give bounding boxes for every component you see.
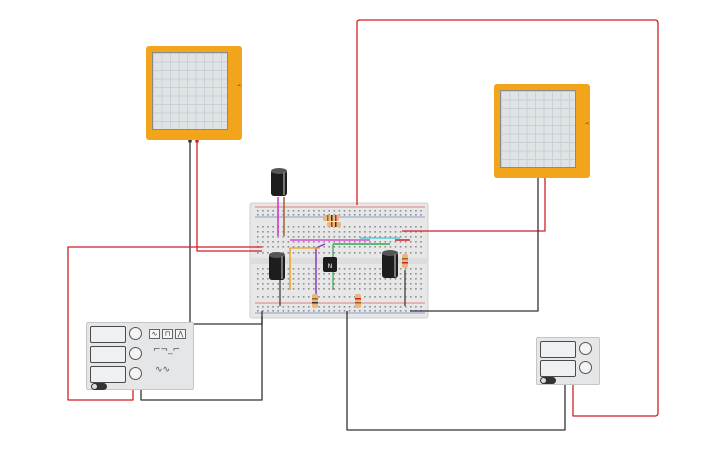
power-toggle[interactable] bbox=[540, 377, 556, 384]
current-knob[interactable] bbox=[579, 361, 592, 374]
scope1-terminals[interactable] bbox=[188, 139, 199, 143]
wire-scope2-probe bbox=[402, 175, 546, 232]
oscilloscope-channel-label: Y bbox=[584, 121, 589, 125]
capacitor-middle[interactable] bbox=[269, 252, 285, 280]
square-wave-button[interactable]: ⊓ bbox=[162, 329, 173, 339]
wire-scope1-probe bbox=[196, 140, 262, 252]
triangle-wave-button[interactable]: ⋀ bbox=[175, 329, 186, 339]
function-generator[interactable]: ∿ ⊓ ⋀ ⌐¬_⌐ ∿∿ bbox=[86, 322, 194, 390]
frequency-knob[interactable] bbox=[129, 327, 142, 340]
resistor-top-2[interactable] bbox=[327, 222, 341, 227]
oscilloscope-right[interactable]: Y bbox=[494, 84, 590, 178]
oscilloscope-screen bbox=[500, 90, 576, 168]
breadboard[interactable] bbox=[249, 202, 429, 319]
amplitude-knob[interactable] bbox=[129, 347, 142, 360]
current-display bbox=[540, 360, 576, 377]
resistor-top[interactable] bbox=[323, 215, 339, 221]
wire-fg-ground bbox=[140, 316, 263, 401]
sine-wave-icon: ∿∿ bbox=[155, 365, 171, 375]
wire-red-top-loop bbox=[356, 19, 659, 417]
wires bbox=[67, 19, 659, 431]
svg-text:N: N bbox=[328, 263, 333, 270]
oscilloscope-screen bbox=[152, 52, 228, 130]
power-toggle[interactable] bbox=[91, 383, 107, 390]
resistor-bottom-left[interactable] bbox=[312, 294, 318, 308]
resistor-right[interactable] bbox=[402, 254, 408, 268]
voltage-knob[interactable] bbox=[579, 342, 592, 355]
wire-fg-signal bbox=[67, 246, 262, 401]
offset-knob[interactable] bbox=[129, 367, 142, 380]
voltage-display bbox=[540, 341, 576, 358]
square-wave-icon: ⌐¬_⌐ bbox=[153, 345, 181, 355]
oscilloscope-channel-label: Y bbox=[236, 83, 241, 87]
capacitor-top[interactable] bbox=[271, 168, 287, 196]
wire-psu-ground bbox=[346, 311, 566, 431]
transistor-npn[interactable]: N bbox=[323, 257, 337, 272]
resistor-bottom-right[interactable] bbox=[355, 294, 361, 308]
wire-scope2-ground bbox=[410, 175, 539, 312]
capacitor-right[interactable] bbox=[382, 250, 398, 278]
amplitude-display bbox=[90, 346, 126, 363]
offset-display bbox=[90, 366, 126, 383]
sine-wave-button[interactable]: ∿ bbox=[149, 329, 160, 339]
oscilloscope-left[interactable]: Y bbox=[146, 46, 242, 140]
frequency-display bbox=[90, 326, 126, 343]
dc-power-supply[interactable] bbox=[536, 337, 600, 385]
